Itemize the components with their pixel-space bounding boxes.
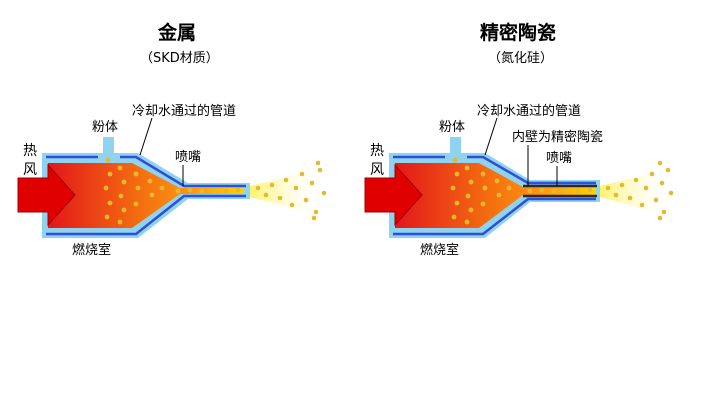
panel-2-subtitle: （氮化硅） [488,51,554,66]
panel-1-hot-air-label: 热风 [23,143,37,178]
panel-2-nozzle-label: 喷嘴 [546,151,573,166]
panel-2-powder-label: 粉体 [439,120,466,135]
panel-1-cooling-stripes [46,155,246,236]
panel-2-hot-air-label: 热风 [370,143,384,178]
panel-2-cooling-leader [484,117,498,156]
panel-2-diagram [364,117,674,238]
panel-2-cooling-label: 冷却水通过的管道 [477,104,582,119]
panel-2-hot-air-arrow [364,163,423,227]
panel-2-ceramic-lining [523,184,597,198]
panel-1-cooling-label: 冷却水通过的管道 [132,104,237,119]
panel-2-spray-particles [605,160,674,221]
panel-2-chamber-label: 燃烧室 [420,243,460,258]
panel-1-flame [48,163,244,228]
panel-1-nozzle-label: 喷嘴 [175,150,202,165]
panel-1-hot-air-arrow [17,163,76,227]
panel-2-cooling-stripes [393,155,596,236]
panel-1-chamber-label: 燃烧室 [72,243,112,258]
panel-1-powder-label: 粉体 [92,120,119,135]
panel-1-particles [103,157,241,225]
panel-2-inner-wall-label: 内壁为精密陶瓷 [512,130,604,145]
panel-1-spray-particles [255,160,327,221]
panel-2-particles [450,157,593,225]
panel-1-title: 金属 [158,22,197,44]
panel-2-spray-plume [600,168,672,216]
panel-1-diagram [17,117,327,238]
panel-2-flame [395,163,596,228]
panel-2-title: 精密陶瓷 [480,22,557,44]
panel-1-cooling-leader [139,117,153,156]
panel-1-subtitle: （SKD材质） [140,51,219,66]
panel-1-spray-plume [250,168,325,216]
